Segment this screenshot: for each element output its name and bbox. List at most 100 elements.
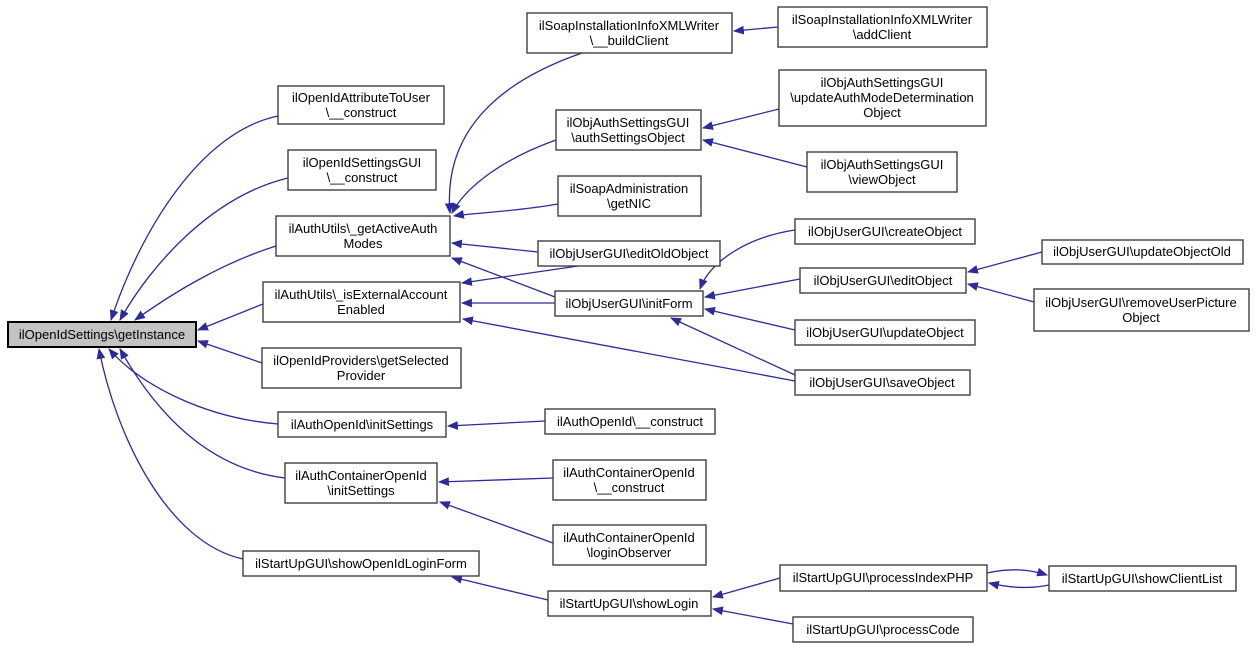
node-box: [806, 151, 958, 193]
node-box: [555, 109, 702, 151]
node-label: Enabled: [337, 302, 385, 317]
node-label: ilOpenIdAttributeToUser: [292, 90, 431, 105]
node-ilAuthOpenId-initSettings[interactable]: ilAuthOpenId\initSettings: [277, 411, 447, 438]
node-ilObjUserGUI-editOldObject[interactable]: ilObjUserGUI\editOldObject: [537, 240, 721, 267]
edge-edit_old_object-to-is_external_account_enabled: [460, 265, 579, 286]
node-label: ilObjUserGUI\editObject: [814, 273, 953, 288]
edge-show_login-to-show_openid_login_form: [450, 575, 549, 601]
node-label: Object: [863, 105, 901, 120]
node-label: Provider: [337, 368, 386, 383]
edge-attribute_to_user_construct-to-get_instance: [109, 115, 279, 322]
node-label: ilObjAuthSettingsGUI: [567, 115, 690, 130]
node-ilObjUserGUI-createObject[interactable]: ilObjUserGUI\createObject: [794, 218, 976, 245]
edge-login_observer-to-auth_container_init_settings: [438, 501, 554, 544]
edge-save_object-to-init_form: [670, 317, 796, 376]
node-ilAuthContainerOpenId-construct[interactable]: ilAuthContainerOpenId \__construct: [552, 459, 707, 501]
node-ilAuthUtils-getActiveAuthModes[interactable]: ilAuthUtils\_getActiveAuth Modes: [275, 215, 451, 257]
node-label: ilObjUserGUI\createObject: [808, 224, 962, 239]
node-box: [262, 281, 461, 323]
edge-update_object_old-to-edit_object: [966, 251, 1043, 274]
edge-show_client_list-to-process_index_php: [987, 581, 1050, 590]
node-label: \__construct: [327, 170, 398, 185]
node-ilObjAuthSettingsGUI-updateAuthModeDeterminationObject[interactable]: ilObjAuthSettingsGUI \updateAuthModeDete…: [778, 69, 987, 127]
edge-create_object-to-init_form: [699, 229, 796, 291]
edge-auth_openid_init_settings-to-get_instance: [108, 348, 279, 425]
node-ilObjAuthSettingsGUI-authSettingsObject[interactable]: ilObjAuthSettingsGUI \authSettingsObject: [555, 109, 702, 151]
node-box: [778, 69, 987, 127]
node-label: \__construct: [594, 480, 665, 495]
edge-get_nic-to-get_active_auth_modes: [452, 203, 559, 219]
node-ilAuthOpenId-construct[interactable]: ilAuthOpenId\__construct: [544, 408, 716, 435]
edge-view_object-to-auth_settings_object: [701, 138, 808, 168]
node-ilObjAuthSettingsGUI-viewObject[interactable]: ilObjAuthSettingsGUI \viewObject: [806, 151, 958, 193]
node-ilOpenIdSettings-getInstance[interactable]: ilOpenIdSettings\getInstance: [7, 321, 197, 348]
node-label: \viewObject: [848, 172, 916, 187]
edge-process_index_php-to-show_client_list: [986, 567, 1049, 577]
node-ilObjUserGUI-editObject[interactable]: ilObjUserGUI\editObject: [799, 267, 967, 294]
node-ilAuthContainerOpenId-initSettings[interactable]: ilAuthContainerOpenId \initSettings: [284, 462, 438, 504]
edges: [96, 25, 1050, 625]
edge-edit_old_object-to-get_active_auth_modes: [450, 239, 539, 253]
node-ilSoapInstallationInfoXMLWriter-buildClient[interactable]: ilSoapInstallationInfoXMLWriter \__build…: [526, 12, 733, 54]
node-ilObjUserGUI-initForm[interactable]: ilObjUserGUI\initForm: [554, 290, 704, 317]
node-ilAuthUtils-isExternalAccountEnabled[interactable]: ilAuthUtils\_isExternalAccount Enabled: [262, 281, 461, 323]
node-ilSoapAdministration-getNIC[interactable]: ilSoapAdministration \getNIC: [557, 175, 702, 217]
node-label: \addClient: [853, 27, 912, 42]
node-label: ilAuthContainerOpenId: [563, 465, 695, 480]
edge-get_selected_provider-to-get_instance: [196, 340, 263, 364]
edge-get_active_auth_modes-to-get_instance: [134, 245, 277, 321]
node-ilOpenIdSettingsGUI-construct[interactable]: ilOpenIdSettingsGUI \__construct: [287, 149, 437, 191]
edge-openid_settings_gui_construct-to-get_instance: [119, 177, 289, 321]
node-label: ilObjUserGUI\updateObjectOld: [1053, 244, 1231, 259]
node-ilSoapInstallationInfoXMLWriter-addClient[interactable]: ilSoapInstallationInfoXMLWriter \addClie…: [777, 6, 988, 48]
edge-process_code-to-show_login: [711, 606, 794, 625]
node-box: [275, 215, 451, 257]
node-label: ilObjUserGUI\removeUserPicture: [1045, 295, 1236, 310]
node-label: \__buildClient: [590, 33, 669, 48]
node-label: ilStartUpGUI\processIndexPHP: [793, 570, 974, 585]
edge-show_openid_login_form-to-get_instance: [96, 347, 244, 560]
node-label: ilAuthContainerOpenId: [295, 468, 427, 483]
node-label: ilOpenIdProviders\getSelected: [273, 353, 449, 368]
node-ilObjUserGUI-saveObject[interactable]: ilObjUserGUI\saveObject: [794, 369, 971, 396]
node-box: [794, 319, 976, 346]
node-box: [544, 408, 716, 435]
node-label: \loginObserver: [587, 545, 672, 560]
edge-auth_settings_object-to-get_active_auth_modes: [451, 139, 557, 214]
node-box: [794, 369, 971, 396]
edge-update_object-to-init_form: [703, 306, 796, 331]
node-ilStartUpGUI-showLogin[interactable]: ilStartUpGUI\showLogin: [547, 590, 712, 617]
node-ilObjUserGUI-updateObject[interactable]: ilObjUserGUI\updateObject: [794, 319, 976, 346]
node-ilStartUpGUI-showOpenIdLoginForm[interactable]: ilStartUpGUI\showOpenIdLoginForm: [242, 550, 480, 577]
node-label: Object: [1122, 310, 1160, 325]
node-ilObjUserGUI-removeUserPictureObject[interactable]: ilObjUserGUI\removeUserPicture Object: [1033, 288, 1250, 332]
node-box: [7, 321, 197, 348]
nodes: ilOpenIdSettings\getInstance ilOpenIdAtt…: [7, 6, 1250, 643]
node-box: [242, 550, 480, 577]
node-ilOpenIdProviders-getSelectedProvider[interactable]: ilOpenIdProviders\getSelected Provider: [261, 347, 462, 389]
node-box: [277, 411, 447, 438]
node-label: ilAuthUtils\_isExternalAccount: [275, 287, 448, 302]
node-box: [794, 218, 976, 245]
node-ilObjUserGUI-updateObjectOld[interactable]: ilObjUserGUI\updateObjectOld: [1041, 239, 1244, 265]
node-box: [554, 290, 704, 317]
node-label: ilObjUserGUI\editOldObject: [550, 246, 709, 261]
node-ilStartUpGUI-processIndexPHP[interactable]: ilStartUpGUI\processIndexPHP: [779, 564, 988, 592]
node-ilStartUpGUI-processCode[interactable]: ilStartUpGUI\processCode: [792, 616, 974, 643]
node-label: Modes: [343, 236, 383, 251]
node-box: [799, 267, 967, 294]
node-label: \authSettingsObject: [571, 130, 685, 145]
node-ilOpenIdAttributeToUser-construct[interactable]: ilOpenIdAttributeToUser \__construct: [277, 85, 445, 125]
node-box: [526, 12, 733, 54]
node-ilStartUpGUI-showClientList[interactable]: ilStartUpGUI\showClientList: [1048, 565, 1237, 592]
node-label: ilAuthOpenId\__construct: [557, 414, 703, 429]
node-box: [1041, 239, 1244, 265]
node-ilAuthContainerOpenId-loginObserver[interactable]: ilAuthContainerOpenId \loginObserver: [552, 524, 707, 566]
node-box: [1048, 565, 1237, 592]
node-label: ilObjUserGUI\updateObject: [806, 325, 964, 340]
node-label: \__construct: [326, 105, 397, 120]
edge-auth_container_init_settings-to-get_instance: [119, 348, 286, 479]
node-label: \initSettings: [327, 483, 395, 498]
